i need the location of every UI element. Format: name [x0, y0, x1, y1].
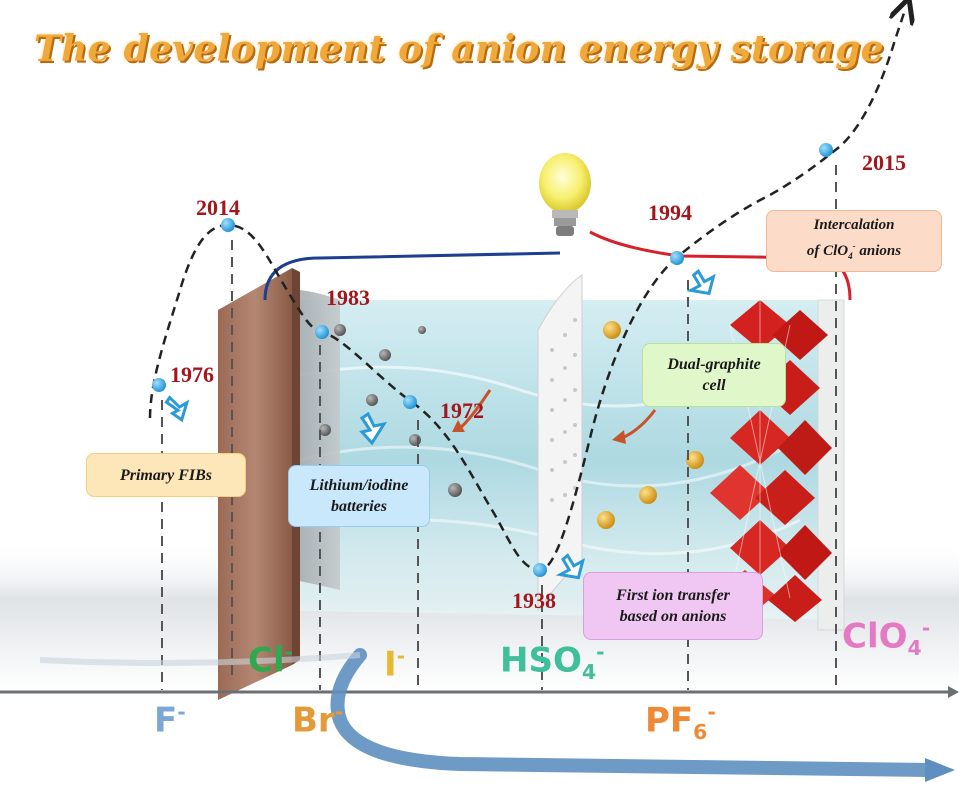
milestone-dot-2014 [221, 218, 235, 232]
anion-hso4: HSO4- [500, 640, 605, 684]
anion-i: I- [384, 644, 405, 684]
milestone-dot-1976 [152, 378, 166, 392]
milestone-dot-1994 [670, 251, 684, 265]
anion-pf6-base: PF [645, 700, 694, 741]
callout-dual-graphite-line2: cell [702, 377, 726, 394]
anion-f-charge: - [177, 700, 186, 724]
milestone-dot-2015 [819, 143, 833, 157]
anion-pf6-subscript: 6 [693, 720, 708, 745]
callout-dual-graphite-line1: Dual-graphite [667, 356, 761, 373]
callout-first-ion-line1: First ion transfer [616, 587, 730, 604]
diagram-title: The development of anion energy storage [34, 28, 884, 70]
anion-cl-base: Cl [248, 640, 285, 681]
year-1994: 1994 [648, 200, 692, 225]
anion-hso4-base: HSO [500, 640, 582, 681]
right-electrode-panel [817, 299, 845, 631]
callout-first-ion-line2: based on anions [619, 608, 727, 625]
anion-clo4-base: ClO [842, 616, 908, 657]
sweep-arrow [330, 648, 937, 777]
year-1972: 1972 [440, 398, 484, 423]
callout-intercalation-line2: of ClO4- anions [807, 236, 901, 267]
milestone-dots [152, 143, 833, 577]
anion-pf6: PF6- [645, 700, 716, 744]
anion-f-base: F [154, 700, 178, 741]
intercalation-prefix: of ClO [806, 243, 849, 259]
callout-intercalation: Intercalation of ClO4- anions [766, 210, 942, 272]
intercalation-sub: 4 [848, 251, 853, 261]
anion-hso4-charge: - [596, 640, 605, 664]
pointer-arrows [164, 268, 716, 580]
anion-clo4-charge: - [921, 616, 931, 640]
year-1938: 1938 [512, 588, 556, 613]
callout-dual-graphite: Dual-graphite cell [642, 343, 786, 407]
anion-clo4-subscript: 4 [907, 636, 922, 661]
year-1983: 1983 [326, 285, 370, 310]
red-octahedra-lattice [710, 300, 832, 622]
anion-i-base: I [384, 644, 397, 685]
milestone-dot-1938 [533, 563, 547, 577]
year-2015: 2015 [862, 150, 906, 175]
membrane-pores [550, 318, 577, 502]
callout-lithium-iodine-line2: batteries [331, 498, 387, 515]
anion-clo4: ClO4- [842, 616, 930, 660]
flow-arrow [621, 409, 657, 440]
callout-lithium-iodine-line1: Lithium/iodine [309, 477, 409, 494]
anion-cl: Cl- [248, 640, 293, 680]
milestone-dot-1972 [403, 395, 417, 409]
blue-wire [263, 251, 561, 301]
separator-membrane [537, 274, 583, 612]
intercalation-sup: - [852, 241, 856, 251]
anion-br-charge: - [334, 700, 344, 724]
anion-hso4-subscript: 4 [581, 660, 597, 685]
year-2014: 2014 [196, 195, 240, 220]
light-bulb-icon [539, 153, 591, 236]
left-electrode [218, 268, 292, 700]
callout-lithium-iodine: Lithium/iodine batteries [288, 465, 430, 527]
callout-intercalation-line1: Intercalation [813, 217, 895, 233]
anion-i-charge: - [396, 644, 406, 668]
anion-f: F- [154, 700, 186, 740]
anion-pf6-charge: - [707, 700, 716, 724]
year-1976: 1976 [170, 362, 214, 387]
anion-br-base: Br [292, 700, 335, 741]
callout-primary-fibs: Primary FIBs [86, 453, 246, 497]
flow-arrow [459, 389, 492, 430]
intercalation-suffix: anions [855, 243, 902, 259]
milestone-dot-1983 [315, 325, 329, 339]
anion-cl-charge: - [284, 640, 294, 664]
anion-br: Br- [292, 700, 343, 740]
callout-primary-fibs-text: Primary FIBs [119, 466, 212, 484]
callout-first-ion-transfer: First ion transfer based on anions [583, 572, 763, 640]
